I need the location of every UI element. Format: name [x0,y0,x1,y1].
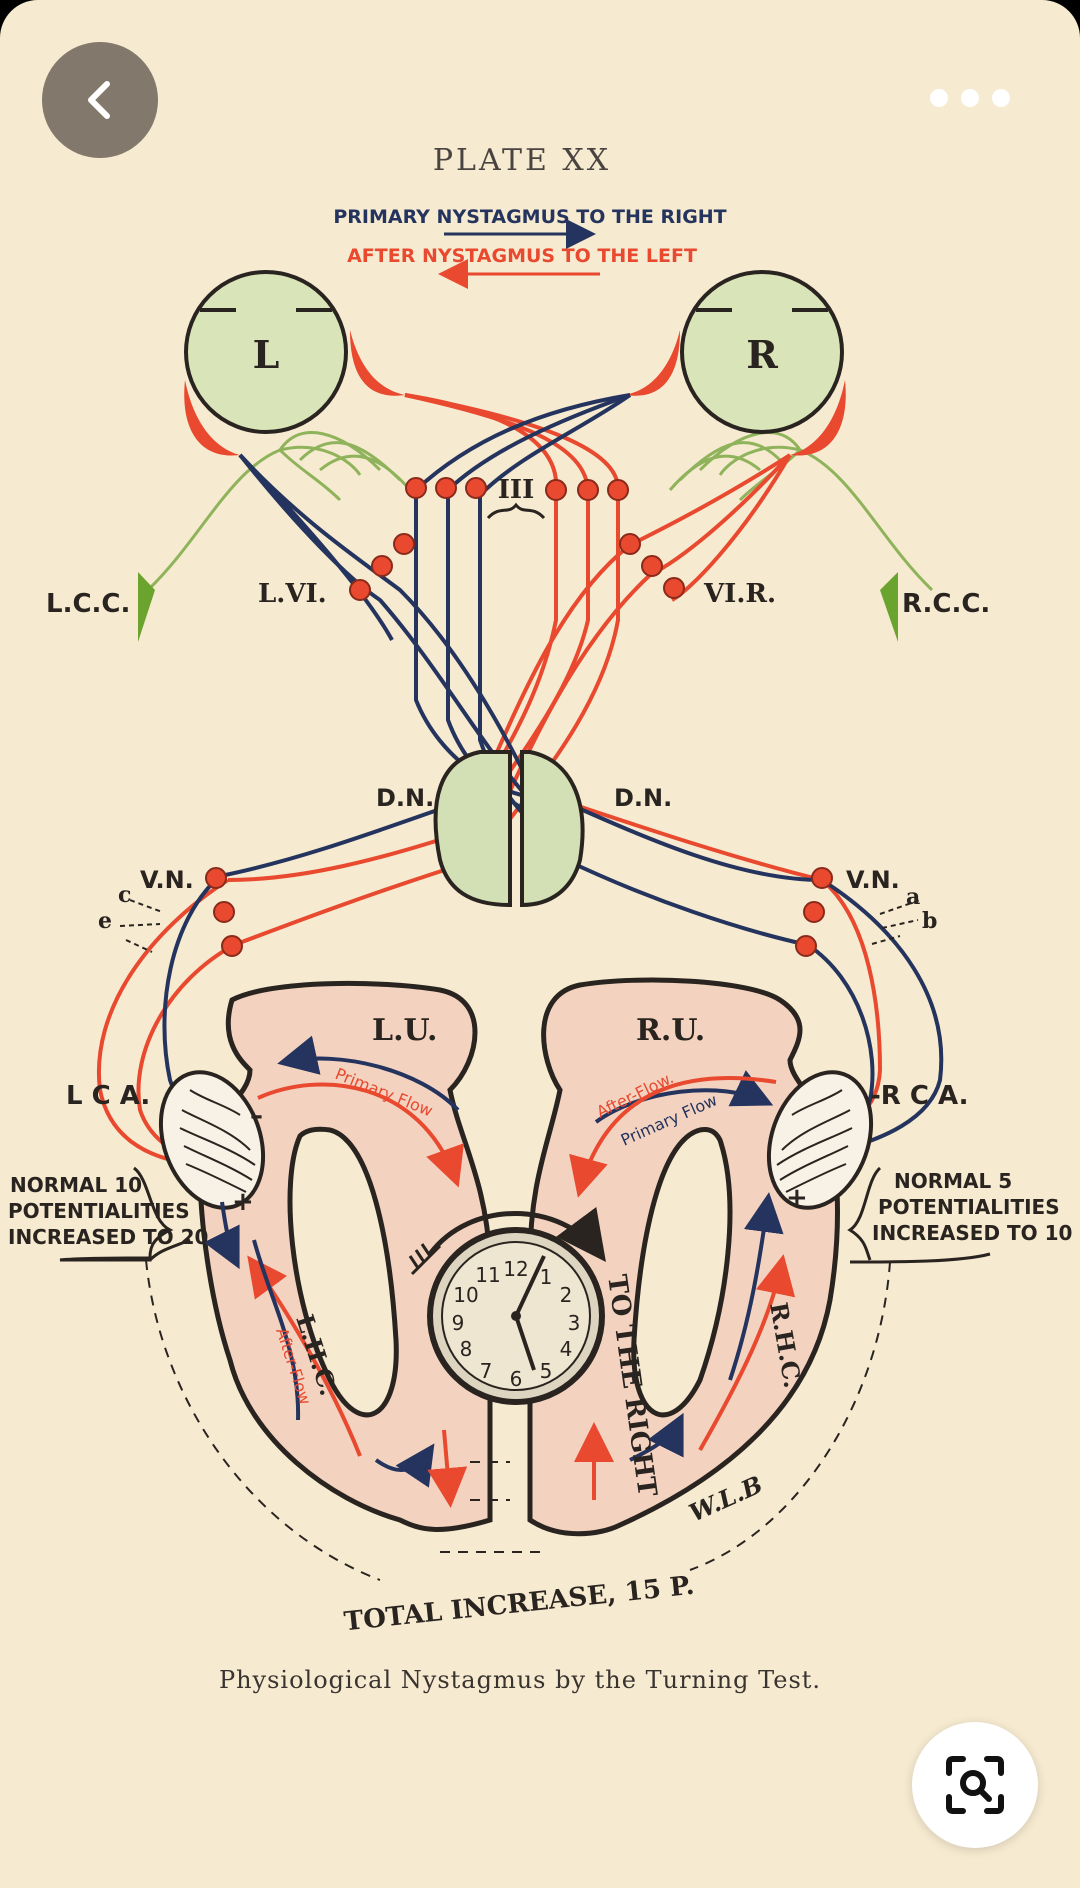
visual-search-button[interactable] [912,1722,1038,1848]
more-dot [930,89,948,107]
clock-12: 12 [503,1257,528,1281]
lca-label: L C A. [66,1081,150,1111]
green-fibers [146,431,934,592]
l-vi-label: L.VI. [258,579,327,609]
right-ampulla [766,1070,874,1210]
clock-10: 10 [453,1283,478,1307]
clock-9: 9 [452,1311,465,1335]
lu-label: L.U. [372,1013,437,1048]
left-canal-hole [287,1126,399,1418]
total-increase-arcs [145,1259,891,1581]
clock-4: 4 [560,1337,573,1361]
rca-label: -R C A. [870,1081,968,1111]
rcc-horn [880,572,898,642]
after-nystagmus-label: AFTER NYSTAGMUS TO THE LEFT [347,245,697,267]
vn-right-label: V.N. [846,866,900,894]
chevron-left-icon [88,81,110,119]
letter-e: e [98,908,112,934]
vn-left-label: V.N. [140,866,194,894]
primary-nystagmus-label: PRIMARY NYSTAGMUS TO THE RIGHT [333,206,726,228]
dn-body [433,750,585,908]
dn-left-label: D.N. [376,784,434,812]
clock-8: 8 [460,1337,473,1361]
clock-1: 1 [540,1265,553,1289]
left-eye: L [184,270,405,456]
visual-search-icon [946,1756,1004,1814]
lcc-label: L.C.C. [46,589,130,619]
left-ampulla [158,1070,266,1210]
more-options-button[interactable] [930,78,1010,118]
dashed-cue-lines [119,899,921,953]
letter-c-left: c [118,882,131,908]
right-eye: R [625,270,846,456]
plus-right: + [786,1183,808,1213]
nucleus-dots [205,477,833,957]
plus-left: + [232,1187,254,1217]
rotation-arrow [427,1206,606,1263]
normal-right-line1: NORMAL 5 [894,1169,1012,1193]
eye-right-label: R [746,332,778,377]
normal-left-line1: NORMAL 10 [10,1173,142,1197]
letter-a: a [906,884,920,910]
back-button[interactable] [42,42,158,158]
clock-5: 5 [540,1359,553,1383]
brackets [59,1166,991,1264]
more-dot [992,89,1010,107]
normal-right-line3: INCREASED TO 10 [872,1221,1072,1245]
flow-arrows [203,1035,796,1508]
dn-right-label: D.N. [614,784,672,812]
plate-caption: Physiological Nystagmus by the Turning T… [219,1666,821,1694]
more-dot [961,89,979,107]
plate-title: PLATE XX [433,143,611,178]
eye-left-label: L [253,332,280,377]
minus-left: – [250,1101,263,1131]
right-canal-hole [631,1127,733,1418]
clock-11: 11 [475,1263,500,1287]
normal-right-line2: POTENTIALITIES [878,1195,1060,1219]
normal-left-line2: POTENTIALITIES [8,1199,190,1223]
letter-b: b [922,908,937,934]
ru-label: R.U. [636,1013,705,1048]
total-increase-label: TOTAL INCREASE, 15 P. [343,1571,696,1638]
vi-r-label: VI.R. [703,579,776,609]
lcc-horn [138,572,155,642]
clock-6: 6 [510,1367,523,1391]
clock-7: 7 [480,1359,493,1383]
clock-3: 3 [568,1311,581,1335]
clock-2: 2 [560,1283,573,1307]
feather-icon [408,1243,442,1276]
nucleus-iii-label: III [498,475,535,505]
clock-icon: 12 1 2 3 4 5 6 7 8 9 10 11 [427,1227,605,1405]
nucleus-iii-brace [486,502,546,520]
rcc-label: R.C.C. [902,589,990,619]
